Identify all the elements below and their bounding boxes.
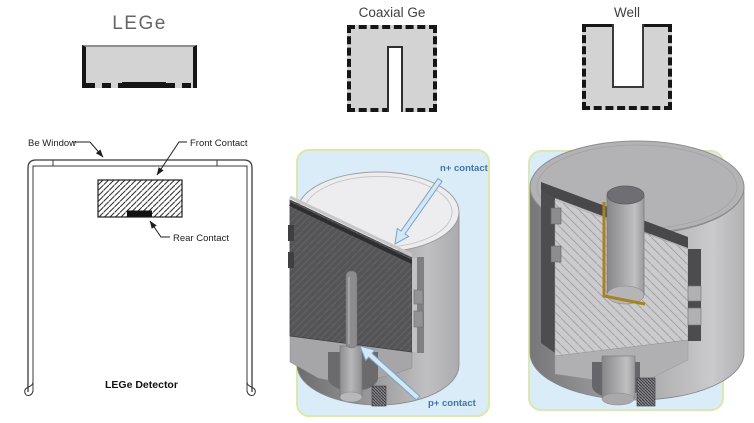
lege-detector-caption: LEGe Detector bbox=[105, 379, 178, 391]
coaxial-bore-slot bbox=[387, 46, 403, 112]
n-contact-label: n+ contact bbox=[440, 163, 489, 174]
well-top-edge-left bbox=[586, 24, 612, 27]
n-contact-arrow-icon bbox=[394, 177, 443, 245]
n-contact-rim bbox=[289, 195, 413, 257]
well-cross-section-shape bbox=[582, 24, 672, 110]
post-foot bbox=[601, 392, 635, 406]
rear-contact-mark bbox=[127, 210, 152, 217]
housing-break-squiggle-left bbox=[24, 381, 34, 396]
cut-left-wall bbox=[541, 182, 555, 353]
cut-right-rim-dark bbox=[417, 257, 424, 353]
lege-cross-section-shape bbox=[82, 45, 197, 88]
cut-face-top-shadow bbox=[289, 202, 413, 264]
front-contact-arrow-icon bbox=[156, 141, 187, 176]
well-top-edge-right bbox=[640, 24, 668, 27]
post-foot bbox=[339, 391, 363, 403]
center-contact-post bbox=[339, 345, 363, 397]
cryostat-housing-inner-wall bbox=[32, 165, 248, 392]
housing-break-squiggle-right bbox=[246, 381, 256, 396]
window-frame-ticks bbox=[52, 160, 218, 166]
cut-right-rim-light bbox=[412, 258, 417, 352]
connector-textured-block bbox=[636, 377, 656, 407]
be-window-label: Be Window bbox=[28, 138, 76, 149]
holder-clip-right-2 bbox=[413, 310, 424, 328]
p-contact-arrow-icon bbox=[359, 345, 421, 401]
coaxial-cross-section-shape bbox=[347, 25, 437, 112]
lege-detector-diagram: Be Window Front Contact Rear Contact LEG… bbox=[24, 138, 256, 396]
holder-clip-left-2 bbox=[550, 245, 562, 263]
well-gold-contact bbox=[602, 202, 646, 306]
holder-clip-left-2 bbox=[288, 252, 294, 268]
well-detector-render bbox=[528, 140, 745, 411]
lege-rear-contact-dash bbox=[122, 82, 166, 88]
p-contact-label: p+ contact bbox=[428, 398, 477, 409]
be-window-arrow-icon bbox=[73, 141, 104, 158]
center-contact-post bbox=[601, 355, 636, 399]
rear-contact-arrow-icon bbox=[149, 220, 170, 238]
front-contact-label: Front Contact bbox=[190, 138, 248, 149]
holder-clip-left-1 bbox=[550, 207, 562, 225]
central-bore bbox=[345, 270, 358, 349]
coaxial-title: Coaxial Ge bbox=[358, 5, 426, 20]
rear-contact-label: Rear Contact bbox=[173, 233, 229, 244]
holder-clip-right-2 bbox=[687, 307, 702, 326]
lege-title: LEGe bbox=[112, 13, 167, 34]
holder-clip-right-1 bbox=[687, 285, 702, 302]
cryostat-housing-outline bbox=[27, 159, 253, 392]
coaxial-detector-render: n+ contact p+ contact bbox=[288, 149, 490, 417]
holder-clip-right-1 bbox=[413, 289, 424, 305]
connector-textured-block bbox=[371, 385, 387, 407]
well-cavity-slot bbox=[612, 24, 644, 88]
well-opening bbox=[606, 185, 645, 205]
well-tube bbox=[606, 194, 645, 296]
well-title: Well bbox=[613, 5, 640, 20]
holder-clip-left-1 bbox=[288, 225, 294, 241]
